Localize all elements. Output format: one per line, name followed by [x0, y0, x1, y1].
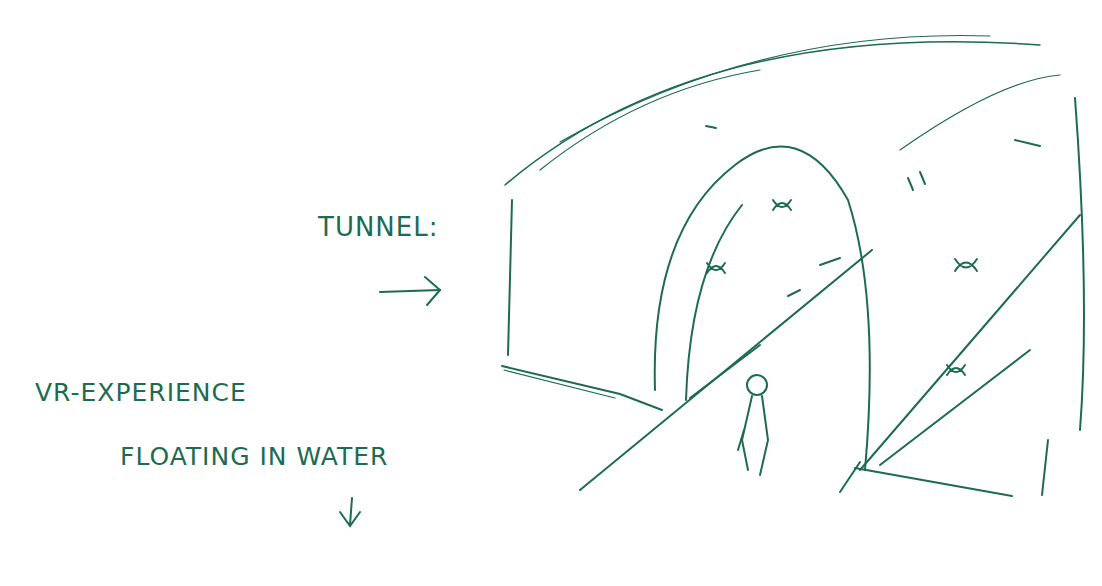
handwritten-note: FLOATING IN WATER [120, 442, 388, 471]
handwritten-note: TUNNEL: [318, 212, 438, 242]
handwritten-note: VR-EXPERIENCE [35, 378, 247, 407]
